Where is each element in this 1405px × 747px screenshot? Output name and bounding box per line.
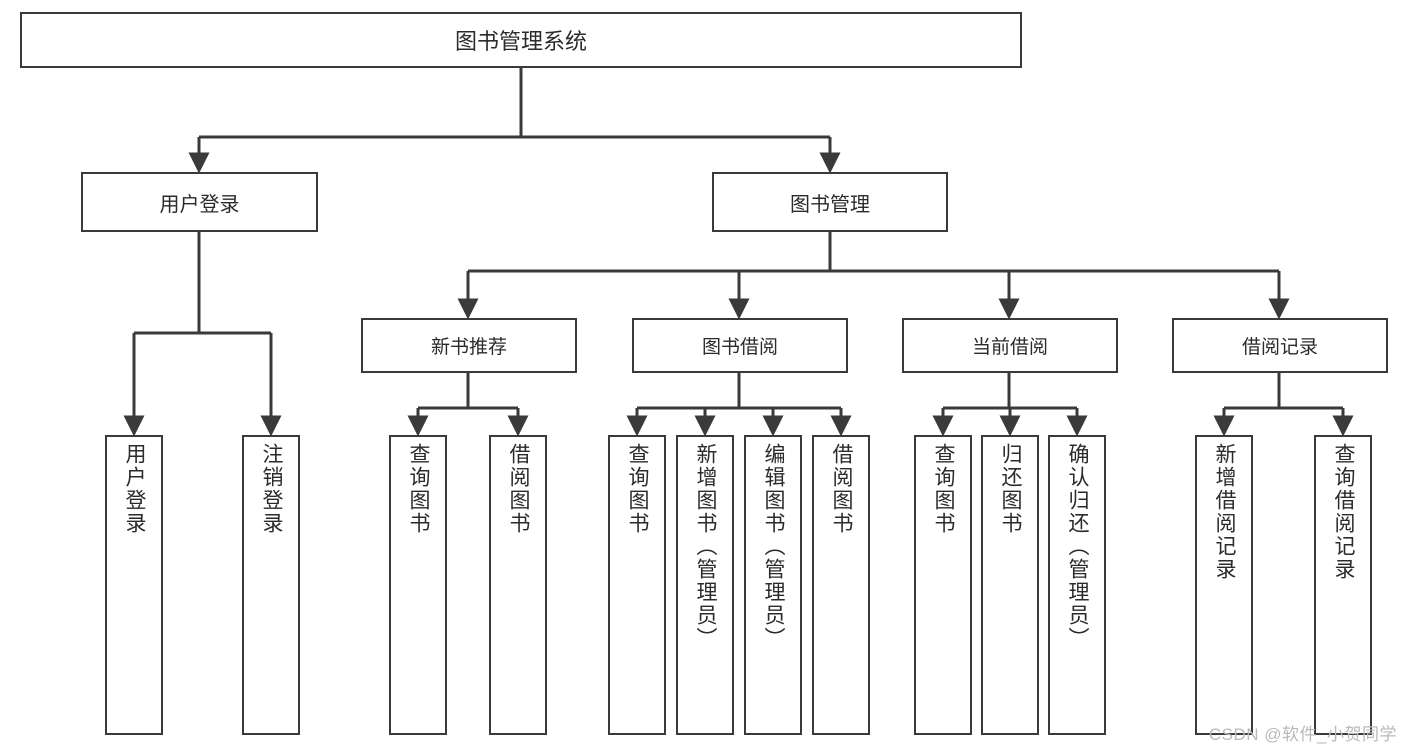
node-leaf-query-book-current-label: 查询图书 (932, 443, 956, 535)
node-leaf-query-book-recommend-label: 查询图书 (407, 443, 431, 535)
node-user-login[interactable]: 用户登录 (81, 172, 318, 232)
node-leaf-edit-book-admin-label: 编辑图书（管理员） (762, 443, 786, 650)
node-new-book-recommend[interactable]: 新书推荐 (361, 318, 577, 373)
node-book-management[interactable]: 图书管理 (712, 172, 948, 232)
node-leaf-add-borrow-record[interactable]: 新增借阅记录 (1195, 435, 1253, 735)
node-root-book-management-system[interactable]: 图书管理系统 (20, 12, 1022, 68)
node-leaf-borrow-book-recommend[interactable]: 借阅图书 (489, 435, 547, 735)
node-leaf-user-login-label: 用户登录 (123, 443, 147, 535)
node-leaf-confirm-return-admin-label: 确认归还（管理员） (1066, 443, 1090, 650)
node-book-borrow[interactable]: 图书借阅 (632, 318, 848, 373)
node-leaf-borrow-book[interactable]: 借阅图书 (812, 435, 870, 735)
node-leaf-return-book-label: 归还图书 (999, 443, 1023, 535)
node-borrow-record[interactable]: 借阅记录 (1172, 318, 1388, 373)
node-leaf-query-borrow-record-label: 查询借阅记录 (1332, 443, 1356, 581)
node-leaf-return-book[interactable]: 归还图书 (981, 435, 1039, 735)
node-leaf-add-book-admin[interactable]: 新增图书（管理员） (676, 435, 734, 735)
node-leaf-query-book-borrow[interactable]: 查询图书 (608, 435, 666, 735)
node-leaf-edit-book-admin[interactable]: 编辑图书（管理员） (744, 435, 802, 735)
node-leaf-user-login[interactable]: 用户登录 (105, 435, 163, 735)
node-new-book-recommend-label: 新书推荐 (430, 337, 507, 358)
node-leaf-logout[interactable]: 注销登录 (242, 435, 300, 735)
node-root-label: 图书管理系统 (454, 29, 587, 54)
node-leaf-query-book-current[interactable]: 查询图书 (914, 435, 972, 735)
node-leaf-add-borrow-record-label: 新增借阅记录 (1213, 443, 1237, 581)
node-leaf-confirm-return-admin[interactable]: 确认归还（管理员） (1048, 435, 1106, 735)
node-current-borrow[interactable]: 当前借阅 (902, 318, 1118, 373)
node-leaf-query-book-borrow-label: 查询图书 (626, 443, 650, 535)
node-current-borrow-label: 当前借阅 (971, 337, 1048, 358)
node-leaf-query-borrow-record[interactable]: 查询借阅记录 (1314, 435, 1372, 735)
node-book-management-label: 图书管理 (790, 193, 870, 216)
node-leaf-query-book-recommend[interactable]: 查询图书 (389, 435, 447, 735)
node-leaf-borrow-book-recommend-label: 借阅图书 (507, 443, 531, 535)
watermark-text: CSDN @软件_小贺同学 (1208, 725, 1397, 744)
node-book-borrow-label: 图书借阅 (701, 337, 778, 358)
node-leaf-borrow-book-label: 借阅图书 (830, 443, 854, 535)
node-user-login-label: 用户登录 (159, 193, 240, 216)
node-leaf-logout-label: 注销登录 (260, 443, 284, 535)
node-borrow-record-label: 借阅记录 (1241, 337, 1318, 358)
node-leaf-add-book-admin-label: 新增图书（管理员） (694, 443, 718, 650)
